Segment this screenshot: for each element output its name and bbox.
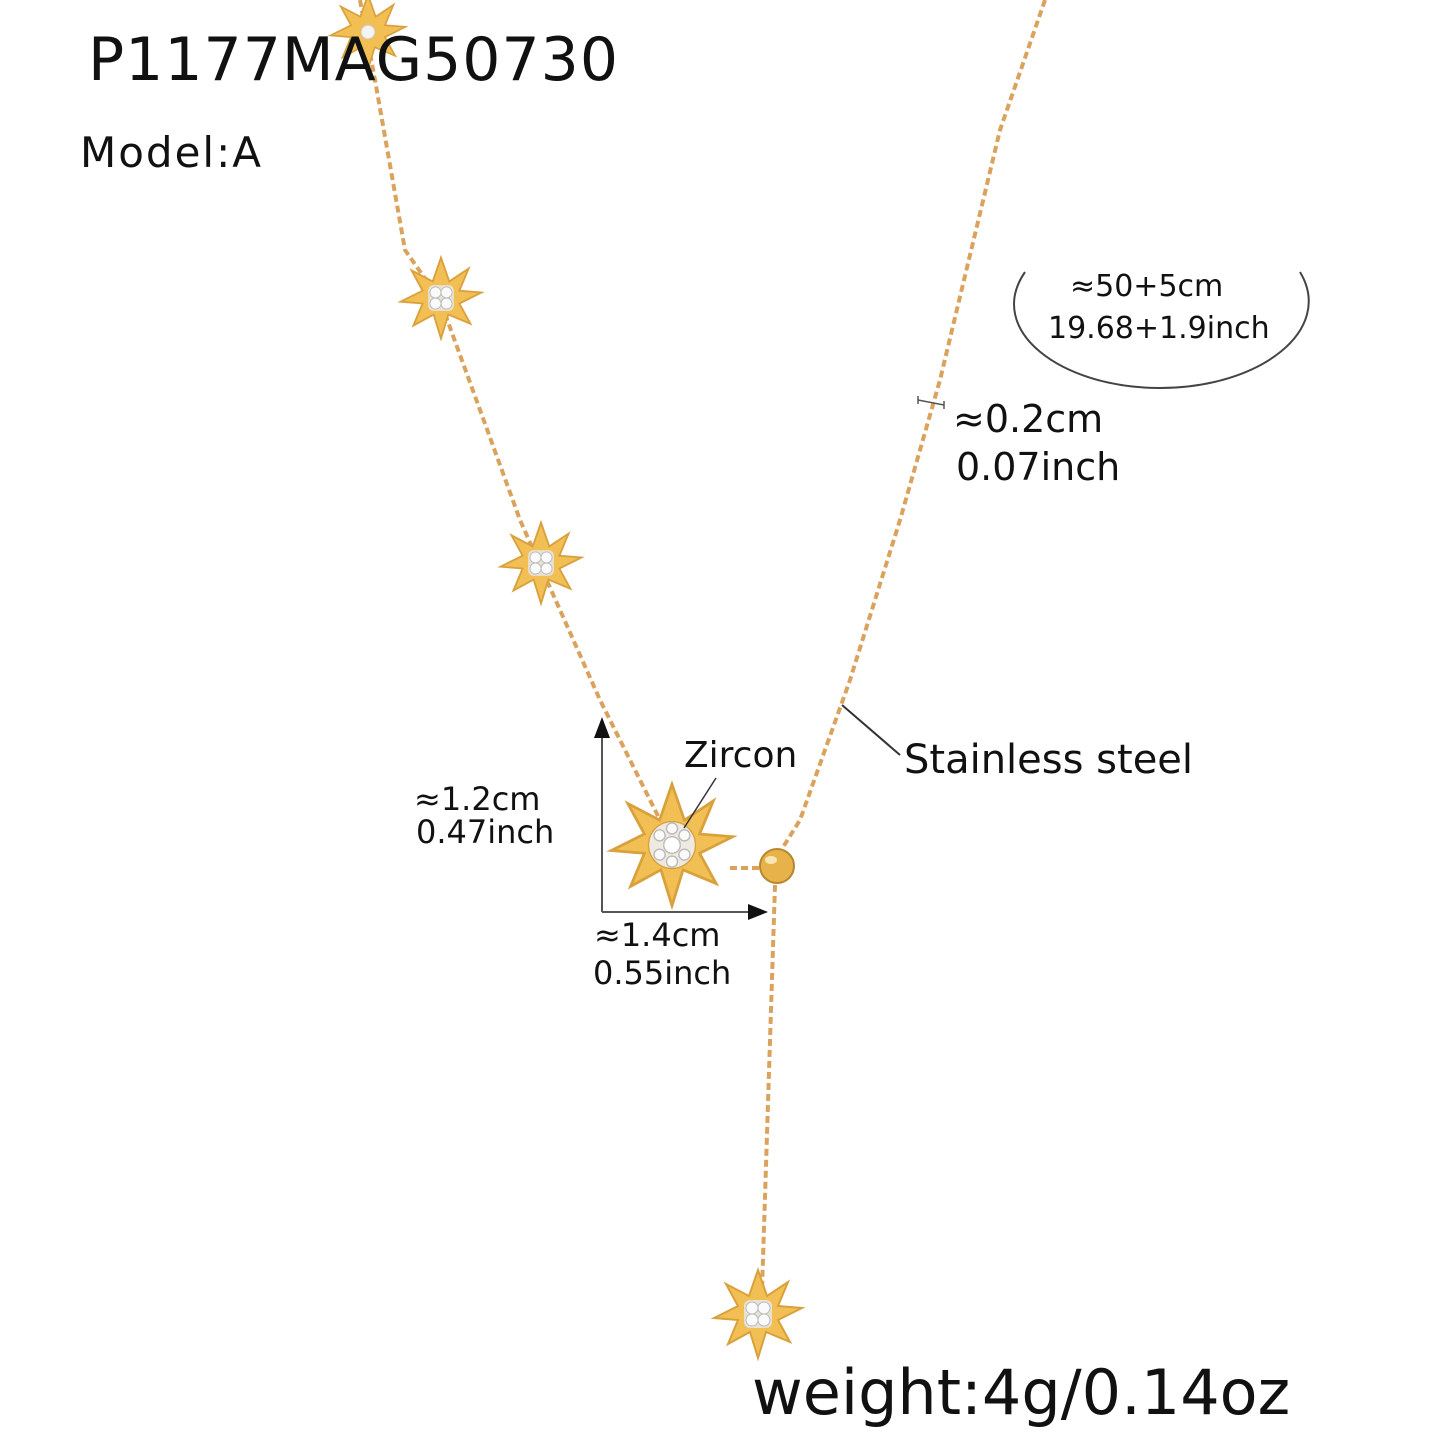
height-arrow bbox=[594, 717, 610, 912]
length-inch: 19.68+1.9inch bbox=[1048, 311, 1270, 346]
length-ellipse bbox=[1013, 271, 1310, 390]
chain-drop bbox=[760, 884, 777, 1291]
steel-leader bbox=[841, 704, 901, 756]
length-cm: ≈50+5cm bbox=[1070, 269, 1224, 304]
stainless-steel-label: Stainless steel bbox=[904, 737, 1194, 783]
link-width-cm: ≈0.2cm bbox=[953, 397, 1104, 441]
charm-height-inch: 0.47inch bbox=[416, 813, 555, 851]
link-width-inch: 0.07inch bbox=[956, 445, 1121, 489]
link-width-marker bbox=[917, 396, 945, 409]
width-arrow bbox=[602, 904, 768, 920]
star-charm-3 bbox=[499, 521, 583, 605]
star-charm-top bbox=[329, 0, 407, 71]
charm-width-inch: 0.55inch bbox=[593, 954, 732, 992]
product-code: P1177MAG50730 bbox=[88, 25, 619, 95]
model-label: Model:A bbox=[80, 128, 263, 177]
weight-label: weight:4g/0.14oz bbox=[752, 1356, 1291, 1429]
star-charm-2 bbox=[399, 256, 483, 340]
chain-left bbox=[358, 0, 662, 821]
chain-right bbox=[773, 0, 1047, 862]
slider-bead bbox=[759, 848, 795, 884]
star-charm-drop bbox=[713, 1269, 803, 1359]
charm-height-cm: ≈1.2cm bbox=[414, 780, 541, 818]
zircon-label: Zircon bbox=[684, 735, 798, 776]
charm-width-cm: ≈1.4cm bbox=[594, 916, 721, 954]
star-charm-main bbox=[609, 782, 735, 908]
zircon-leader bbox=[683, 777, 717, 829]
